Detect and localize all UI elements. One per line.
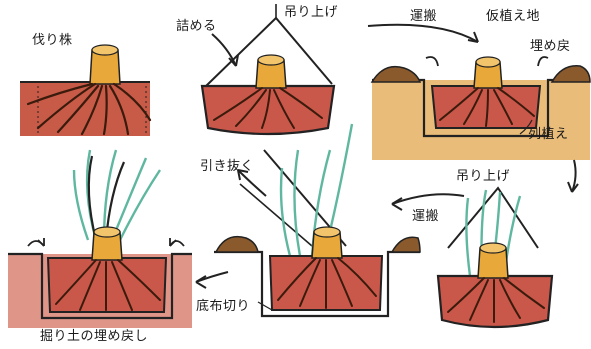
mound-right [552,66,590,82]
label-cut-base-cloth: 底布切り [196,300,250,313]
label-lift-right: 吊り上げ [456,170,510,183]
label-temp-planting-site: 仮植え地 [486,10,540,23]
label-backfill-right: 埋め戻 [530,40,571,53]
panel-backfill-final [8,150,192,328]
label-felled-stump: 伐り株 [32,34,73,47]
label-pack: 詰める [176,20,217,33]
panel-lift-right [438,188,552,327]
label-pull-out: 引き抜く [200,160,254,173]
transport-arrow-top [368,25,478,42]
label-lift-top: 吊り上げ [284,6,338,19]
panel-temp-planting [372,57,590,160]
mound-left-mid [216,237,258,252]
panel-packed [202,18,334,134]
left-arrow-bottom [196,272,228,282]
label-transport-top: 運搬 [410,10,437,23]
transport-arrow-mid [392,194,464,204]
label-backfill-final: 掘り土の埋め戻し [40,330,148,343]
mound-left [372,67,420,82]
label-transport-mid: 運搬 [412,210,439,223]
label-row-planting: 列植え [528,128,569,141]
panel-felled-stump [20,45,150,136]
mound-right-mid [392,237,420,252]
